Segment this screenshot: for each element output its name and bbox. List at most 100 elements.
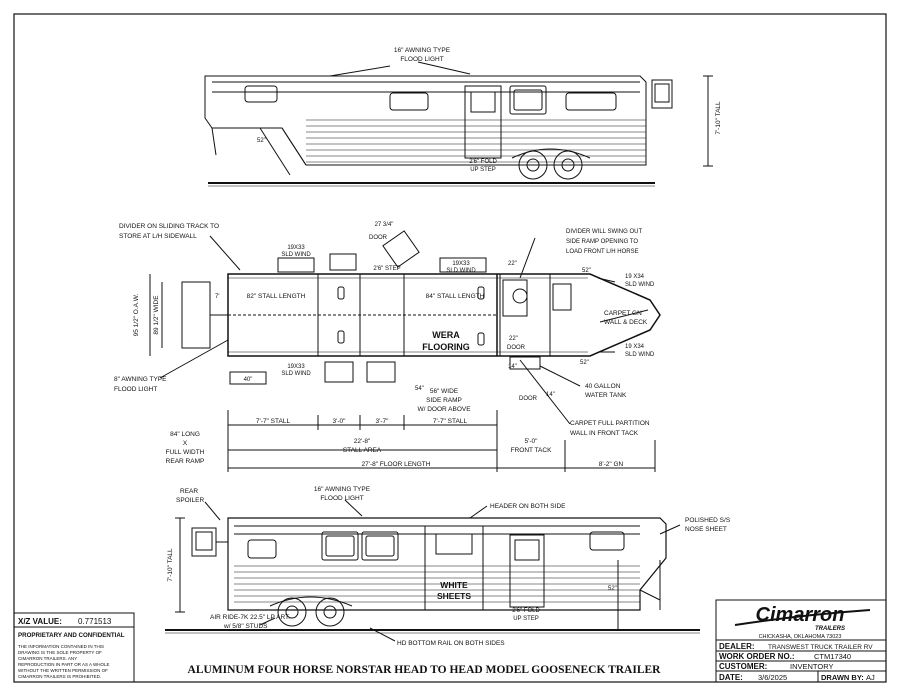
dim-54: 54"	[415, 386, 424, 392]
rear-spoiler-1: REAR	[180, 488, 198, 495]
door-step-label: 2'6" STEP	[373, 266, 400, 272]
stall-37: 3'-7"	[376, 418, 390, 425]
info-block	[13, 612, 135, 683]
carpet-partition-1: CARPET FULL PARTITION	[570, 420, 650, 427]
wera-label-1: WERA	[432, 330, 460, 340]
divider-swing-3: LOAD FRONT L/H HORSE	[566, 249, 639, 255]
window-right-top-2: SLD WIND	[625, 282, 655, 288]
company-logo: Cimarron	[756, 604, 845, 626]
customer-value: INVENTORY	[790, 662, 833, 671]
awning-bottom-2: FLOOD LIGHT	[114, 386, 157, 393]
door-22-1: 22"	[509, 336, 518, 342]
dim-22-top: 22"	[508, 261, 517, 267]
proprietary-line: THE INFORMATION CONTAINED IN THIS	[18, 644, 104, 649]
xz-label: X/Z VALUE:	[18, 617, 62, 626]
dim-52-bot: 52"	[580, 360, 589, 366]
white-sheets-2: SHEETS	[437, 591, 471, 601]
bottom-rail: HD BOTTOM RAIL ON BOTH SIDES	[397, 640, 505, 647]
top-elevation-view	[204, 61, 713, 187]
front-tack-2: FRONT TACK	[511, 447, 552, 454]
date-value: 3/6/2025	[758, 673, 787, 682]
company-location: CHICKASHA, OKLAHOMA 73023	[759, 634, 842, 640]
side-ramp-1: 56" WIDE	[430, 388, 459, 395]
rear-ramp-1: 84" LONG	[170, 431, 200, 438]
drawn-by-value: AJ	[866, 673, 875, 682]
work-order-label: WORK ORDER NO.:	[719, 652, 795, 661]
proprietary-line: CIMARRON TRAILERS IS PROHIBITED.	[18, 674, 101, 679]
side-step-1: 2'6" FOLD	[512, 608, 540, 614]
customer-label: CUSTOMER:	[719, 662, 767, 671]
window-top-left-1: 19X33	[287, 245, 305, 251]
floor-length: 27'-8" FLOOR LENGTH	[362, 461, 431, 468]
side-awning-1: 16" AWNING TYPE	[314, 486, 371, 493]
width-dim: 7'	[215, 294, 219, 300]
white-sheets-1: WHITE	[440, 580, 468, 590]
divider-swing-1: DIVIDER WILL SWING OUT	[566, 229, 642, 235]
side-ramp-2: SIDE RAMP	[426, 397, 462, 404]
side-height: 7'-10" TALL	[167, 548, 174, 582]
door-dim-1: 27 3/4"	[375, 222, 394, 228]
stall-77-a: 7'-7" STALL	[256, 418, 291, 425]
step-label-top-2: UP STEP	[470, 167, 496, 173]
side-step-2: UP STEP	[513, 616, 539, 622]
proprietary-line: DRAWING IS THE SOLE PROPERTY OF	[18, 650, 102, 655]
carpet-gn-1: CARPET GN	[604, 310, 642, 317]
proprietary-line: CIMARRON TRAILERS. ANY	[18, 656, 77, 661]
dealer-value: TRANSWEST TRUCK TRAILER RV	[768, 644, 873, 651]
divider-swing-2: SIDE RAMP OPENING TO	[566, 239, 638, 245]
sheet-border	[13, 13, 887, 683]
drawing-title: ALUMINUM FOUR HORSE NORSTAR HEAD TO HEAD…	[188, 664, 662, 676]
window-top-left-2: SLD WIND	[281, 252, 311, 258]
window-top-mid-2: SLD WIND	[446, 268, 476, 274]
polished-1: POLISHED S/S	[685, 517, 731, 524]
step-label-top-1: 2'6" FOLD	[469, 159, 497, 165]
air-ride-1: AIR RIDE-7K 22.5" LP ART.	[210, 614, 290, 621]
door-dim-2: DOOR	[369, 235, 388, 241]
side-dim-52: 52"	[608, 586, 617, 592]
rear-ramp-3: FULL WIDTH	[166, 449, 205, 456]
awning-label-top: 16" AWNING TYPE	[394, 47, 451, 54]
window-right-bot-2: SLD WIND	[625, 352, 655, 358]
gooseneck-dim-top: 52"	[257, 138, 266, 144]
date-label: DATE:	[719, 673, 743, 682]
rear-ramp-2: X	[183, 440, 188, 447]
xz-value: 0.771513	[78, 617, 112, 626]
dealer-label: DEALER:	[719, 642, 755, 651]
gn-length: 8'-2" GN	[599, 461, 624, 468]
rear-ramp-4: REAR RAMP	[166, 458, 205, 465]
work-order-value: CTM17340	[814, 652, 851, 661]
floor-plan-view	[149, 230, 661, 472]
height-dim-top: 7'-10" TALL	[715, 101, 722, 135]
side-awning-2: FLOOD LIGHT	[320, 495, 363, 502]
stall-length-2: 84" STALL LENGTH	[426, 293, 485, 300]
dim-40: 40"	[244, 377, 253, 383]
proprietary-line: WITHOUT THE WRITTEN PERMISSION OF	[18, 668, 108, 673]
drawn-by-label: DRAWN BY:	[821, 673, 864, 682]
window-right-bot-1: 19 X34	[625, 344, 645, 350]
proprietary-title: PROPRIETARY AND CONFIDENTIAL	[18, 632, 125, 639]
water-tank-1: 40 GALLON	[585, 383, 621, 390]
dim-52-top: 52"	[582, 268, 591, 274]
window-bot-left-1: 19X33	[287, 364, 305, 370]
stall-30-a: 3'-0"	[333, 418, 347, 425]
rear-spoiler-2: SPOILER	[176, 497, 204, 504]
water-tank-2: WATER TANK	[585, 392, 627, 399]
header-label: HEADER ON BOTH SIDE	[490, 503, 566, 510]
oaw-dim: 95 1/2" O.A.W.	[133, 293, 140, 336]
window-bot-left-2: SLD WIND	[281, 371, 311, 377]
stall-area-1: 22'-8"	[354, 438, 371, 445]
title-block	[715, 599, 887, 683]
dim-14-a: 14"	[546, 392, 555, 398]
air-ride-2: w/ 5/8" STUDS	[223, 623, 268, 630]
dim-14-b: 14"	[508, 364, 517, 370]
flood-light-label-top: FLOOD LIGHT	[400, 56, 443, 63]
front-tack-1: 5'-0"	[525, 438, 539, 445]
awning-bottom-1: 8" AWNING TYPE	[114, 376, 167, 383]
company-logo-sub: TRAILERS	[815, 626, 845, 632]
divider-track-label-1: DIVIDER ON SLIDING TRACK TO	[119, 223, 219, 230]
divider-track-label-2: STORE AT L/H SIDEWALL	[119, 233, 197, 240]
proprietary-line: REPRODUCTION IN PART OR AS A WHOLE	[18, 662, 110, 667]
door-22-2: DOOR	[507, 345, 526, 351]
carpet-partition-2: WALL IN FRONT TACK	[570, 430, 639, 437]
